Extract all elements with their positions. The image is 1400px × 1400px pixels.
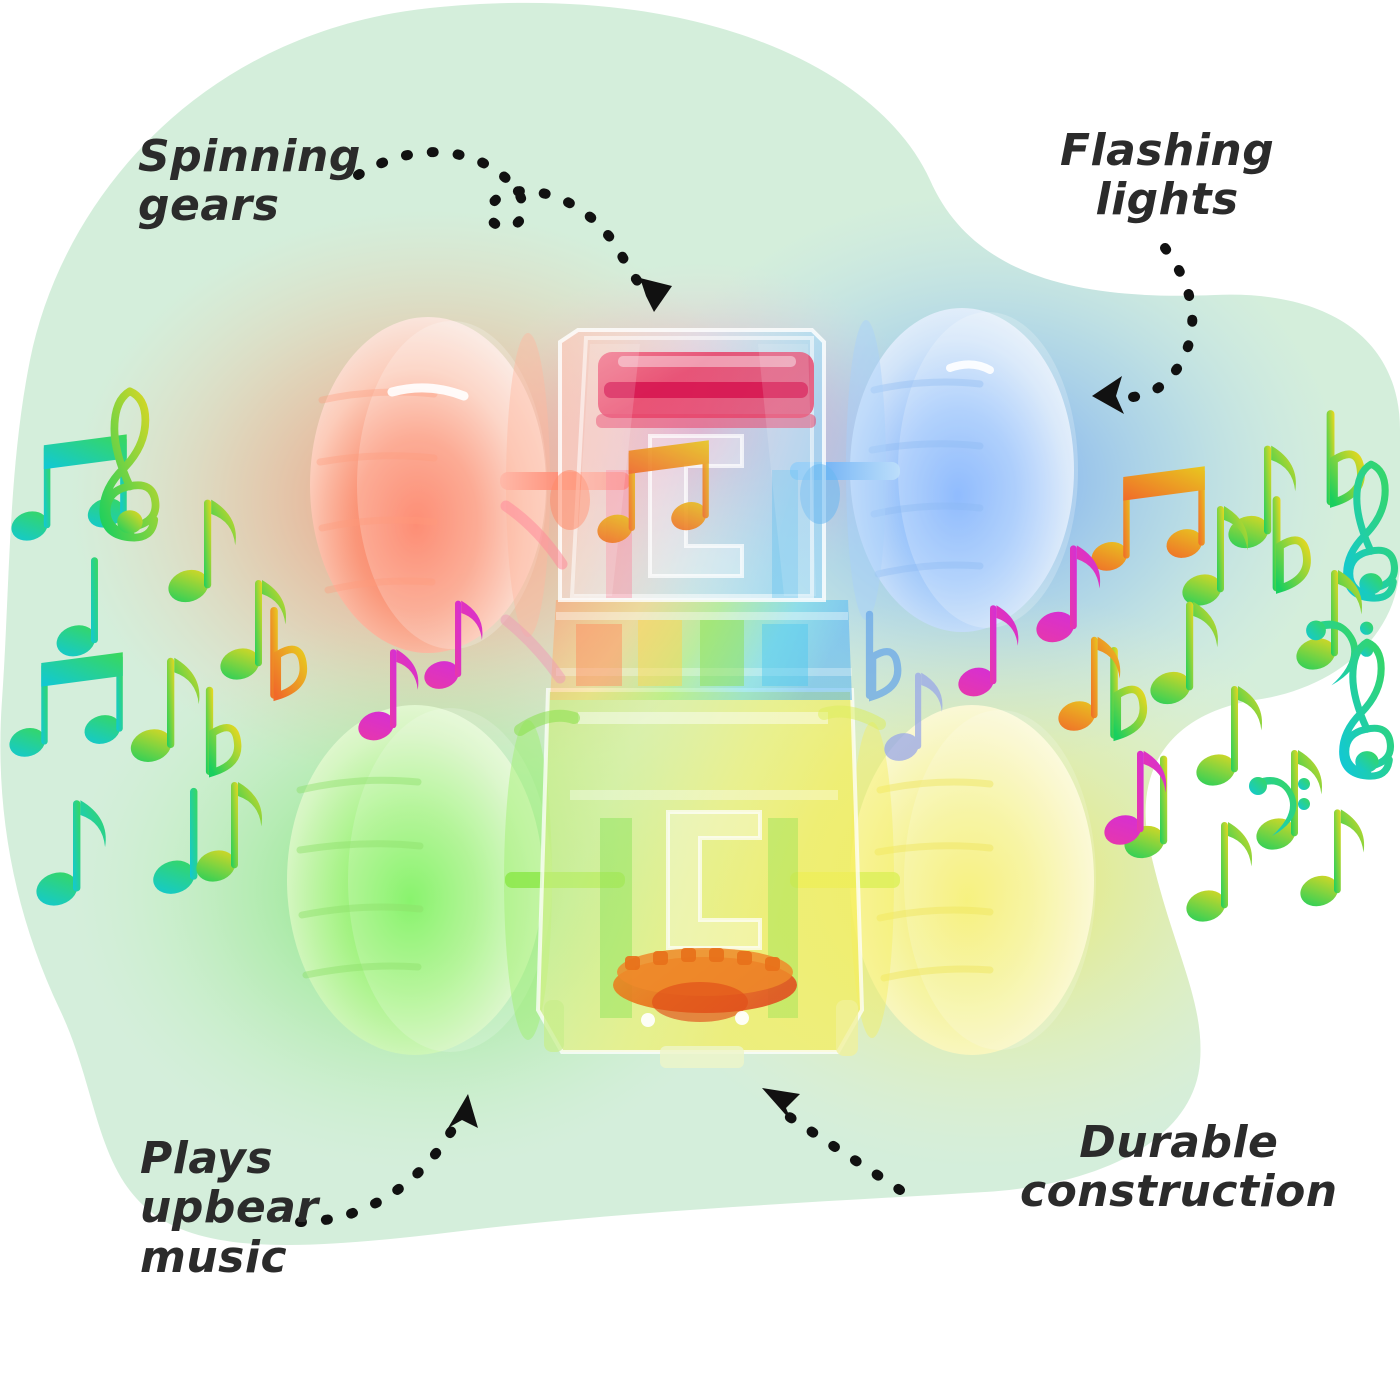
arrowhead-flashing-lights (1092, 376, 1124, 414)
linkage-arms (500, 500, 886, 736)
wheel-front-left (310, 317, 550, 653)
top-cap (596, 352, 816, 428)
chassis-mid-band (550, 600, 852, 700)
arrow-flashing-lights (1105, 243, 1198, 403)
arrowhead-spinning-gears (640, 278, 672, 312)
wheel-front-right (846, 308, 1078, 632)
gear-icon (613, 948, 797, 1022)
arrow-durable-construction (777, 1107, 905, 1195)
arrow-spinning-gears (353, 147, 657, 303)
arrow-heads (448, 278, 1124, 1128)
arrowhead-durable-construction (762, 1088, 800, 1122)
wheel-rear-right (850, 705, 1096, 1055)
wheel-rear-left (287, 705, 552, 1055)
arrowhead-plays-music (448, 1094, 478, 1128)
chassis-rear (535, 688, 865, 1068)
arrow-plays-music (295, 1111, 465, 1227)
